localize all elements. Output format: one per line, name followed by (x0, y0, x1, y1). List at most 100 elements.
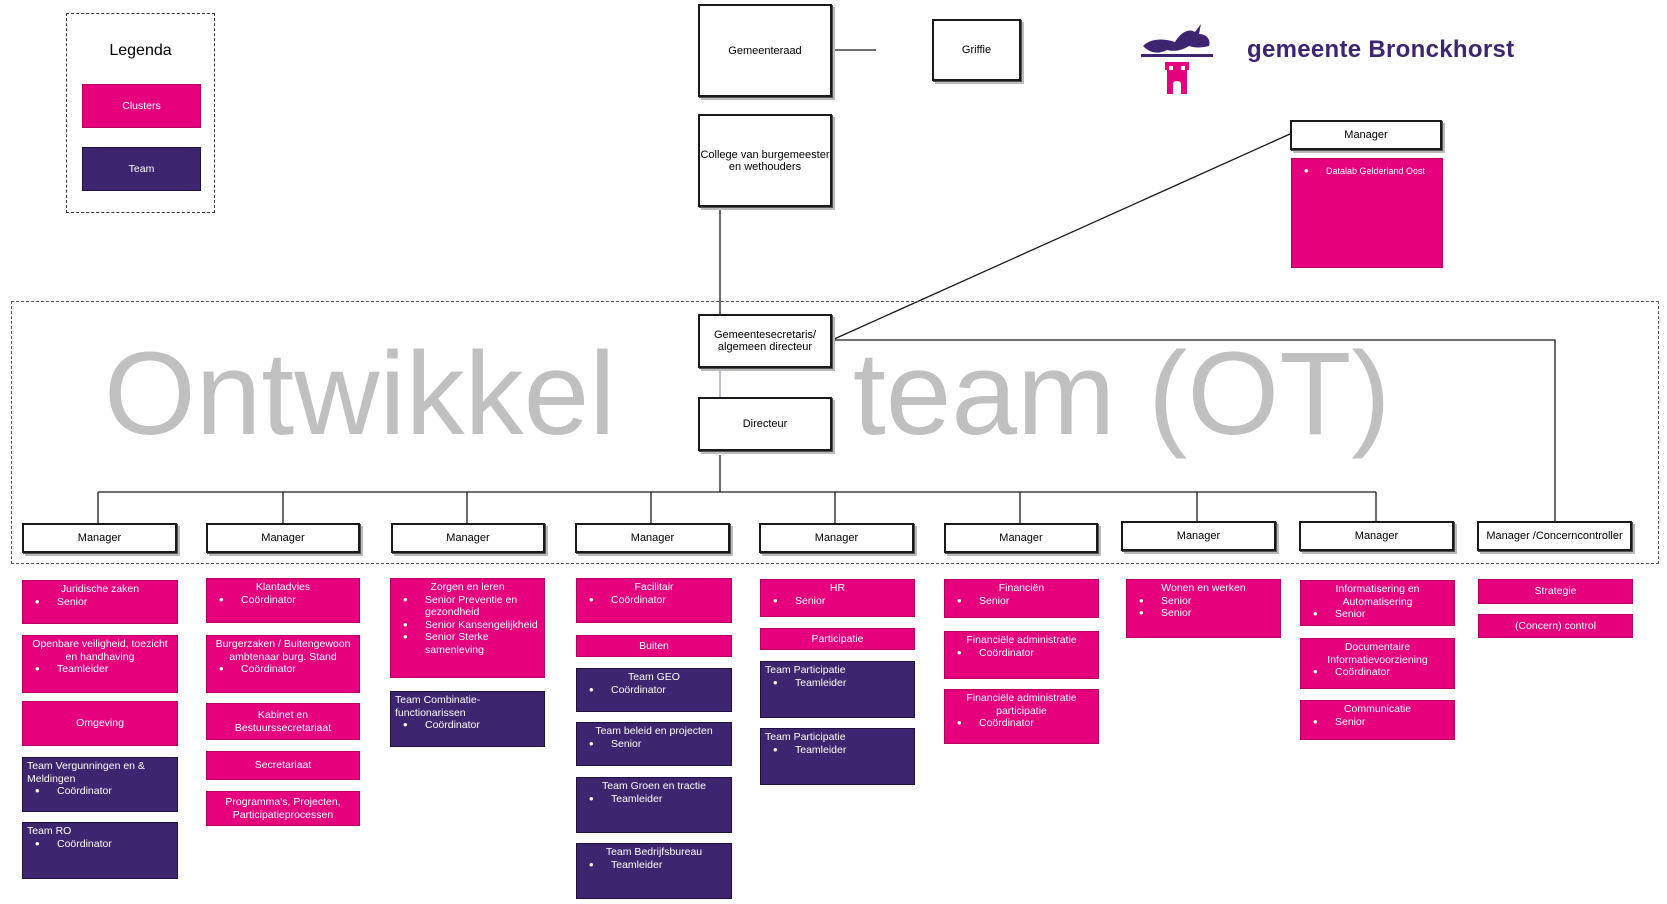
manager-box-3: Manager (391, 523, 545, 553)
manager-box-9: Manager /Concerncontroller (1477, 521, 1632, 551)
cluster-box: Financiële administratie participatieCoö… (944, 689, 1099, 744)
unit-title: Documentaire Informatievoorziening (1327, 641, 1428, 666)
manager-label: Manager (630, 532, 675, 544)
team-box: Team BedrijfsbureauTeamleider (576, 843, 732, 899)
secretary-box: Gemeentesecretaris/ algemeen directeur (698, 314, 832, 368)
unit-title: Informatisering en Automatisering (1335, 583, 1420, 608)
unit-role: Teamleider (581, 793, 727, 806)
ot-dashed-frame (11, 301, 1659, 564)
unit-role: Coördinator (949, 647, 1094, 660)
unit-role: Teamleider (765, 677, 910, 690)
unit-title: Facilitair (634, 581, 674, 593)
manager-box-2: Manager (206, 523, 360, 553)
manager-box-5: Manager (759, 523, 914, 553)
legend-team-swatch: Team (82, 147, 201, 191)
unit-title: Programma's, Projecten, Participatieproc… (225, 796, 341, 821)
cluster-box: FacilitairCoördinator (576, 578, 732, 623)
cluster-box: FinanciënSenior (944, 579, 1099, 618)
team-box: Team ParticipatieTeamleider (760, 728, 915, 785)
cluster-box: Juridische zakenSenior (22, 580, 178, 624)
cluster-box: Documentaire InformatievoorzieningCoördi… (1300, 638, 1455, 689)
side-manager-label: Manager (1344, 129, 1388, 141)
logo-text: gemeente Bronckhorst (1247, 36, 1515, 63)
council-label: Gemeenteraad (728, 44, 802, 57)
manager-label: Manager (814, 532, 859, 544)
manager-box-6: Manager (944, 523, 1098, 553)
cluster-box: Wonen en werkenSeniorSenior (1126, 579, 1281, 638)
unit-role: Coördinator (211, 663, 355, 676)
unit-title: Financiële administratie (966, 634, 1077, 646)
legend-team-label: Team (128, 162, 155, 175)
manager-box-1: Manager (22, 523, 177, 553)
college-box: College van burgemeester en wethouders (698, 114, 832, 207)
unit-role: Senior (27, 596, 173, 609)
manager-label: Manager (446, 532, 490, 544)
team-box: Team Groen en tractieTeamleider (576, 777, 732, 833)
cluster-box: Programma's, Projecten, Participatieproc… (206, 791, 360, 826)
manager-label: Manager (1354, 530, 1399, 542)
manager-box-7: Manager (1121, 521, 1276, 551)
unit-title: Team Bedrijfsbureau (605, 846, 703, 858)
watermark-right: team (OT) (853, 328, 1391, 460)
unit-title: Team Combinatie-functionarissen (395, 694, 481, 719)
unit-title: Juridische zaken (60, 583, 140, 595)
unit-title: Financiën (998, 582, 1045, 594)
unit-role: Coördinator (395, 719, 540, 732)
unit-title: Financiële administratie participatie (966, 692, 1077, 717)
manager-label: Manager (261, 532, 305, 544)
unit-title: Participatie (811, 632, 864, 645)
unit-role: Senior Kansengelijkheid (395, 619, 540, 632)
cluster-box: KlantadviesCoördinator (206, 578, 360, 623)
legend-cluster-label: Clusters (122, 99, 161, 112)
unit-role: Senior Preventie en gezondheid (395, 594, 540, 619)
unit-title: Team beleid en projecten (595, 725, 713, 737)
team-box: Team beleid en projectenSenior (576, 722, 732, 766)
manager-label: Manager (1176, 530, 1221, 542)
secretary-label: Gemeentesecretaris/ algemeen directeur (713, 329, 817, 353)
cluster-box: Financiële administratieCoördinator (944, 631, 1099, 679)
council-box: Gemeenteraad (698, 4, 832, 97)
legend-frame: Legenda Clusters Team (66, 13, 215, 213)
team-box: Team GEOCoördinator (576, 668, 732, 712)
unit-role: Senior (1131, 607, 1276, 620)
unit-title: Klantadvies (255, 581, 311, 593)
side-manager-box: Manager (1290, 120, 1442, 150)
cluster-box: Participatie (760, 628, 915, 650)
unit-role: Coördinator (27, 838, 173, 851)
unit-role: Teamleider (27, 663, 173, 676)
unit-title: Team Participatie (765, 731, 846, 743)
cluster-box: HRSenior (760, 579, 915, 617)
manager-box-4: Manager (575, 523, 730, 553)
unit-role: Teamleider (765, 744, 910, 757)
unit-role: Senior (1305, 608, 1450, 621)
unit-role: Coördinator (1305, 666, 1450, 679)
legend-title: Legenda (109, 42, 172, 59)
unit-role: Coördinator (211, 594, 355, 607)
griffie-box: Griffie (932, 19, 1021, 81)
cluster-box: Buiten (576, 635, 732, 657)
cluster-box: Zorgen en lerenSenior Preventie en gezon… (390, 578, 545, 678)
cluster-box: Strategie (1478, 579, 1633, 604)
unit-title: Openbare veiligheid, toezicht en handhav… (32, 638, 168, 663)
cluster-box: Burgerzaken / Buitengewoon ambtenaar bur… (206, 635, 360, 693)
unit-role: Senior (581, 738, 727, 751)
cluster-box: Omgeving (22, 701, 178, 746)
cluster-box: Informatisering en AutomatiseringSenior (1300, 580, 1455, 626)
cluster-box: CommunicatieSenior (1300, 700, 1455, 740)
side-manager-cluster: Datalab Gelderland Oost (1291, 158, 1443, 268)
unit-role: Senior Sterke samenleving (395, 631, 540, 656)
cluster-box: Kabinet en Bestuurssecretariaat (206, 703, 360, 740)
legend-cluster-swatch: Clusters (82, 84, 201, 128)
cluster-box: Openbare veiligheid, toezicht en handhav… (22, 635, 178, 693)
hare-castle-icon (1141, 24, 1213, 94)
unit-title: Secretariaat (254, 759, 312, 772)
unit-role: Teamleider (581, 859, 727, 872)
unit-role: Coördinator (27, 785, 173, 798)
unit-title: Strategie (1534, 585, 1577, 598)
unit-title: Team GEO (628, 671, 680, 683)
unit-title: Omgeving (76, 717, 124, 730)
watermark-left: Ontwikkel (104, 328, 616, 460)
unit-title: Communicatie (1343, 703, 1412, 715)
